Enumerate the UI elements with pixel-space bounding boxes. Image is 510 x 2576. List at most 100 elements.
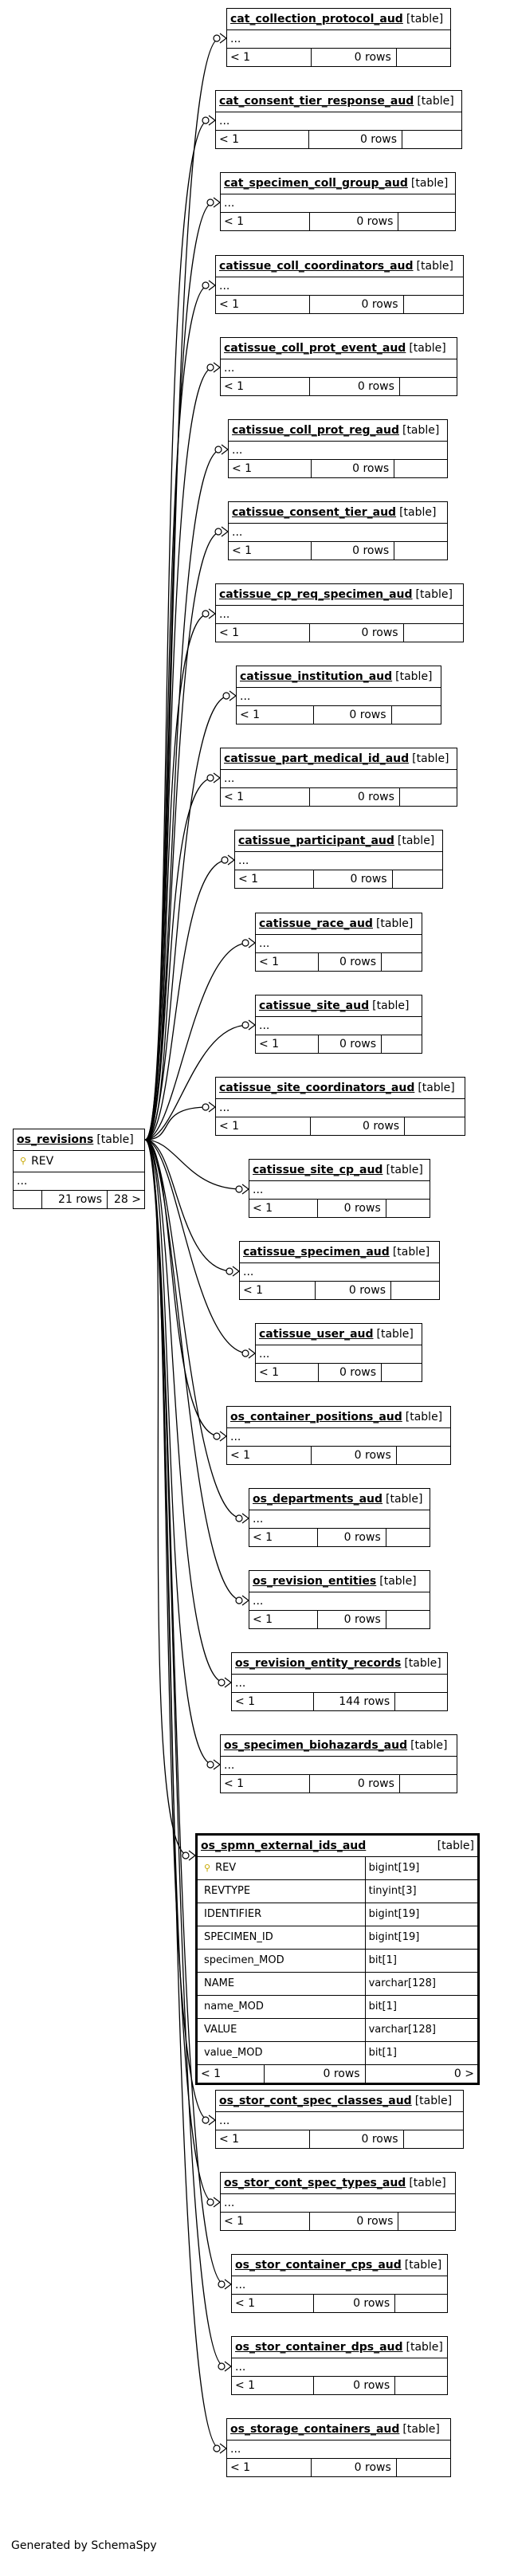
- parents-count[interactable]: < 1: [256, 953, 320, 971]
- table-name[interactable]: catissue_cp_req_specimen_aud: [219, 588, 413, 601]
- parents-count[interactable]: < 1: [235, 870, 314, 888]
- table-name[interactable]: catissue_site_aud: [259, 999, 370, 1012]
- catissue-cp-req-specimen-aud-table[interactable]: catissue_cp_req_specimen_aud[table]...< …: [215, 583, 464, 642]
- children-count[interactable]: 28 >: [114, 1193, 141, 1206]
- table-name[interactable]: catissue_race_aud: [259, 917, 373, 930]
- parents-count[interactable]: < 1: [227, 49, 312, 66]
- os-stor-cont-spec-types-aud-table[interactable]: os_stor_cont_spec_types_aud[table]...< 1…: [220, 2172, 456, 2231]
- table-name[interactable]: catissue_coll_coordinators_aud: [219, 260, 414, 273]
- table-name[interactable]: os_spmn_external_ids_aud: [201, 1840, 367, 1852]
- parents-count[interactable]: < 1: [249, 1611, 318, 1628]
- parents-count[interactable]: < 1: [221, 2213, 310, 2230]
- parents-count: [14, 1191, 43, 1208]
- parents-count[interactable]: < 1: [216, 131, 310, 148]
- parents-count[interactable]: < 1: [237, 706, 315, 724]
- parents-count[interactable]: < 1: [232, 2295, 314, 2312]
- parents-count[interactable]: < 1: [216, 624, 310, 642]
- table-name[interactable]: os_departments_aud: [253, 1493, 383, 1506]
- table-name[interactable]: os_stor_cont_spec_classes_aud: [219, 2095, 412, 2107]
- table-name[interactable]: os_stor_container_dps_aud: [235, 2341, 403, 2354]
- parents-count[interactable]: < 1: [221, 213, 310, 230]
- table-name[interactable]: catissue_participant_aud: [238, 834, 394, 847]
- parents-count[interactable]: < 1: [229, 542, 312, 560]
- parents-count[interactable]: < 1: [221, 788, 311, 806]
- table-name[interactable]: cat_specimen_coll_group_aud: [224, 177, 408, 190]
- table-name[interactable]: catissue_institution_aud: [240, 670, 393, 683]
- table-name[interactable]: catissue_site_cp_aud: [253, 1164, 383, 1176]
- relationship-line: [144, 1139, 226, 2367]
- parents-count[interactable]: < 1: [216, 2130, 310, 2148]
- cat-consent-tier-response-aud-table[interactable]: cat_consent_tier_response_aud[table]...<…: [215, 90, 462, 149]
- cat-collection-protocol-aud-table[interactable]: cat_collection_protocol_aud[table]...< 1…: [226, 8, 451, 67]
- parents-count[interactable]: < 1: [227, 1447, 312, 1464]
- table-name[interactable]: catissue_site_coordinators_aud: [219, 1082, 415, 1094]
- table-name[interactable]: catissue_part_medical_id_aud: [224, 752, 410, 765]
- os-revisions-table[interactable]: os_revisions[table] ⚲ REV ... 21 rows 28…: [13, 1129, 145, 1209]
- more-columns: ...: [221, 2194, 455, 2213]
- table-kind: [table]: [409, 2177, 446, 2189]
- table-header: os_stor_cont_spec_types_aud[table]: [221, 2173, 455, 2194]
- catissue-part-medical-id-aud-table[interactable]: catissue_part_medical_id_aud[table]...< …: [220, 748, 457, 807]
- parents-count[interactable]: < 1: [256, 1035, 320, 1053]
- parents-count[interactable]: < 1: [216, 1117, 311, 1135]
- parents-count[interactable]: < 1: [229, 460, 312, 477]
- parents-count[interactable]: < 1: [198, 2065, 265, 2083]
- catissue-coll-coordinators-aud-table[interactable]: catissue_coll_coordinators_aud[table]...…: [215, 255, 464, 314]
- table-name[interactable]: catissue_coll_prot_reg_aud: [232, 424, 399, 437]
- table-name[interactable]: os_storage_containers_aud: [230, 2423, 400, 2436]
- table-name[interactable]: os_specimen_biohazards_aud: [224, 1739, 408, 1752]
- parents-count[interactable]: < 1: [256, 1364, 320, 1381]
- table-name[interactable]: os_revision_entity_records: [235, 1657, 402, 1670]
- table-name[interactable]: os_revisions: [17, 1133, 94, 1146]
- parents-count[interactable]: < 1: [240, 1282, 316, 1299]
- parents-count[interactable]: < 1: [216, 296, 310, 313]
- table-name[interactable]: catissue_user_aud: [259, 1328, 374, 1341]
- parents-count[interactable]: < 1: [232, 1693, 314, 1710]
- parents-count[interactable]: < 1: [249, 1200, 318, 1217]
- table-name[interactable]: cat_collection_protocol_aud: [230, 13, 403, 26]
- os-stor-cont-spec-classes-aud-table[interactable]: os_stor_cont_spec_classes_aud[table]...<…: [215, 2090, 464, 2149]
- cat-specimen-coll-group-aud-table[interactable]: cat_specimen_coll_group_aud[table]...< 1…: [220, 172, 456, 231]
- children-count[interactable]: 0 >: [453, 2067, 474, 2080]
- table-name[interactable]: cat_consent_tier_response_aud: [219, 95, 414, 108]
- table-name[interactable]: os_container_positions_aud: [230, 1411, 402, 1423]
- more-columns: ...: [229, 524, 447, 542]
- catissue-site-coordinators-aud-table[interactable]: catissue_site_coordinators_aud[table]...…: [215, 1077, 465, 1136]
- table-name[interactable]: os_stor_container_cps_aud: [235, 2259, 402, 2272]
- table-name[interactable]: catissue_coll_prot_event_aud: [224, 342, 406, 355]
- more-columns: ...: [235, 852, 442, 870]
- table-name[interactable]: os_revision_entities: [253, 1575, 377, 1588]
- table-kind: [table]: [379, 1575, 417, 1588]
- parents-count[interactable]: < 1: [221, 378, 311, 395]
- catissue-coll-prot-event-aud-table[interactable]: catissue_coll_prot_event_aud[table]...< …: [220, 337, 457, 396]
- parents-count[interactable]: < 1: [227, 2459, 312, 2476]
- table-name[interactable]: catissue_consent_tier_aud: [232, 506, 397, 519]
- parents-count[interactable]: < 1: [221, 1775, 311, 1793]
- row-count: 0 rows: [312, 542, 395, 560]
- table-name[interactable]: os_stor_cont_spec_types_aud: [224, 2177, 406, 2189]
- parents-count[interactable]: < 1: [249, 1529, 318, 1546]
- table-name[interactable]: catissue_specimen_aud: [243, 1246, 390, 1259]
- parents-count[interactable]: < 1: [232, 2377, 314, 2394]
